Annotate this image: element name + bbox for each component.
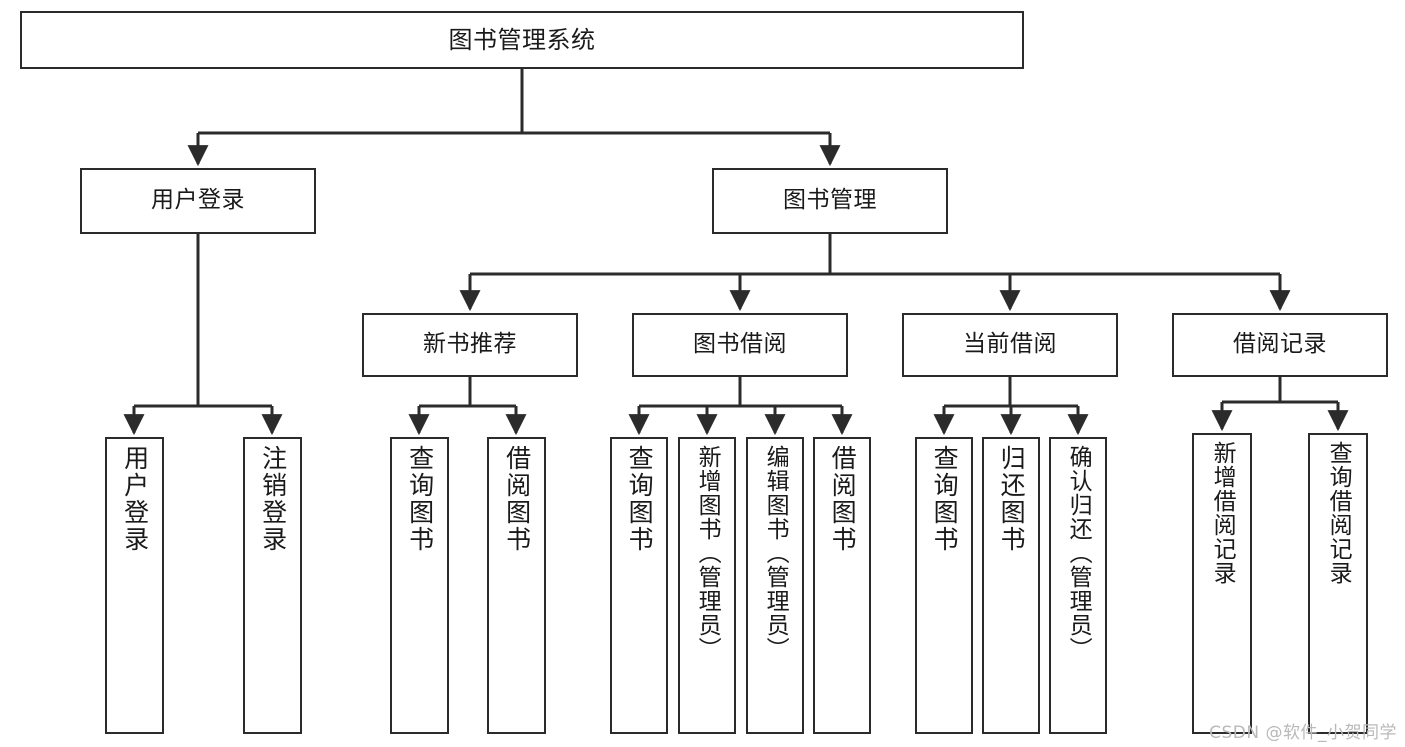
node-book-manage[interactable]: 图书管理 [712,168,948,234]
node-book-manage-label: 图书管理 [783,187,877,214]
node-leaf-logout-label: 注销登录 [258,445,288,553]
node-leaf-query-record-label: 查询借阅记录 [1325,441,1352,585]
node-book-borrow-label: 图书借阅 [693,331,787,358]
node-leaf-borrow-book-2-label: 借阅图书 [828,445,858,553]
csdn-watermark: CSDN @软件_小贺同学 [1209,723,1397,743]
node-leaf-edit-book[interactable]: 编辑图书（管理员） [746,437,804,734]
node-leaf-user-login-label: 用户登录 [120,445,150,553]
node-new-book-rec-label: 新书推荐 [423,331,517,358]
node-leaf-user-login[interactable]: 用户登录 [105,437,164,734]
node-leaf-add-book[interactable]: 新增图书（管理员） [678,437,736,734]
node-leaf-confirm-return[interactable]: 确认归还（管理员） [1049,437,1107,734]
node-leaf-query-record[interactable]: 查询借阅记录 [1308,433,1368,734]
node-leaf-logout[interactable]: 注销登录 [243,437,302,734]
node-leaf-borrow-book-1-label: 借阅图书 [502,445,532,553]
node-current-borrow[interactable]: 当前借阅 [902,313,1118,377]
node-book-borrow[interactable]: 图书借阅 [632,313,848,377]
node-leaf-query-book-3[interactable]: 查询图书 [915,437,973,734]
node-borrow-record-label: 借阅记录 [1233,331,1327,358]
node-leaf-query-book-1-label: 查询图书 [405,445,435,553]
node-leaf-add-record[interactable]: 新增借阅记录 [1192,433,1252,734]
node-leaf-query-book-3-label: 查询图书 [930,445,960,553]
node-leaf-edit-book-label: 编辑图书（管理员） [762,445,789,661]
node-user-login-label: 用户登录 [151,187,245,214]
node-leaf-add-book-label: 新增图书（管理员） [694,445,721,661]
node-leaf-borrow-book-2[interactable]: 借阅图书 [813,437,871,734]
node-leaf-borrow-book-1[interactable]: 借阅图书 [487,437,546,734]
node-current-borrow-label: 当前借阅 [963,331,1057,358]
node-new-book-rec[interactable]: 新书推荐 [362,313,578,377]
node-leaf-return-book-label: 归还图书 [997,445,1027,553]
node-leaf-query-book-1[interactable]: 查询图书 [390,437,449,734]
node-leaf-add-record-label: 新增借阅记录 [1209,441,1236,585]
node-root-label: 图书管理系统 [448,25,596,54]
node-leaf-query-book-2[interactable]: 查询图书 [610,437,668,734]
node-leaf-confirm-return-label: 确认归还（管理员） [1065,445,1092,661]
node-root[interactable]: 图书管理系统 [20,11,1024,69]
node-leaf-return-book[interactable]: 归还图书 [982,437,1040,734]
node-leaf-query-book-2-label: 查询图书 [625,445,655,553]
node-user-login[interactable]: 用户登录 [80,168,316,234]
node-borrow-record[interactable]: 借阅记录 [1172,313,1388,377]
